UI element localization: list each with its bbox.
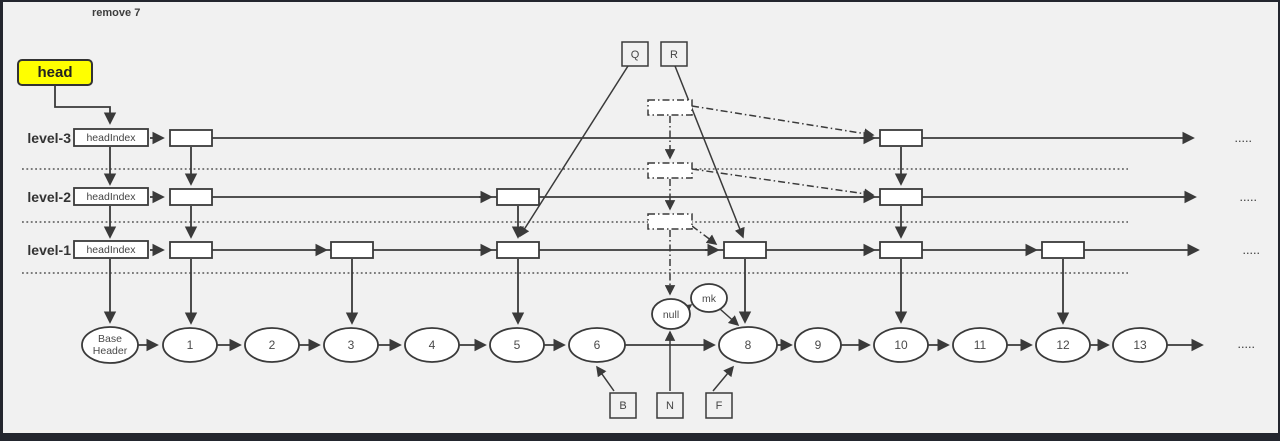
f-box bbox=[705, 392, 733, 419]
removed-index-box bbox=[647, 99, 693, 116]
base-header-line1: Base bbox=[98, 333, 122, 345]
headindex-label: headIndex bbox=[86, 244, 136, 256]
null-node bbox=[651, 298, 691, 330]
data-node-row: Base Header 1 2 3 4 5 6 8 9 10 11 12 bbox=[81, 326, 1168, 364]
b-n-f-pointers: B N F bbox=[596, 330, 735, 419]
q-box bbox=[621, 41, 649, 67]
removed-index-tower bbox=[647, 99, 875, 296]
marker-right-link bbox=[691, 105, 875, 139]
index-box bbox=[496, 241, 540, 259]
marker-right-link bbox=[691, 168, 875, 199]
n-box bbox=[656, 392, 684, 419]
node-ellipse bbox=[568, 327, 626, 363]
level-3-label: level-3 bbox=[27, 130, 71, 146]
headindex-label: headIndex bbox=[86, 191, 136, 203]
node-label: 1 bbox=[187, 338, 194, 352]
head-label: head bbox=[37, 64, 72, 81]
node-label: 4 bbox=[429, 338, 436, 352]
removed-index-box bbox=[647, 213, 693, 230]
node-label: 2 bbox=[269, 338, 276, 352]
node-list-arrows: ..... bbox=[138, 338, 1256, 352]
index-box bbox=[879, 129, 923, 147]
q-arrow bbox=[519, 65, 629, 238]
level-2-row: level-2 headIndex ..... bbox=[27, 187, 1258, 206]
node-label: 12 bbox=[1056, 338, 1070, 352]
mk-node bbox=[690, 283, 728, 313]
node-ellipse bbox=[404, 327, 460, 363]
node-ellipse bbox=[1035, 327, 1091, 363]
mk-label: mk bbox=[702, 293, 717, 305]
node-ellipse bbox=[718, 326, 778, 364]
r-arrow bbox=[674, 65, 745, 239]
b-box bbox=[609, 392, 637, 419]
r-label: R bbox=[670, 49, 678, 61]
head-box bbox=[17, 59, 93, 86]
base-header-node bbox=[81, 326, 139, 364]
ellipsis: ..... bbox=[1243, 246, 1261, 256]
node-ellipse bbox=[323, 327, 379, 363]
index-box bbox=[879, 188, 923, 206]
index-box bbox=[1041, 241, 1085, 259]
node-ellipse bbox=[1112, 327, 1168, 363]
ellipsis: ..... bbox=[1235, 134, 1253, 144]
diagram-title: remove 7 bbox=[92, 7, 140, 19]
headindex-label: headIndex bbox=[86, 132, 136, 144]
index-box bbox=[496, 188, 540, 206]
level-3-row: level-3 headIndex ..... bbox=[27, 128, 1253, 147]
tower-down-arrows bbox=[103, 147, 1070, 325]
node-label: 9 bbox=[815, 338, 822, 352]
level-1-row: level-1 headIndex ..... bbox=[27, 240, 1261, 259]
index-box bbox=[169, 188, 213, 206]
node-label: 3 bbox=[348, 338, 355, 352]
index-box bbox=[723, 241, 767, 259]
node-ellipse bbox=[162, 327, 218, 363]
node-ellipse bbox=[952, 327, 1008, 363]
f-label: F bbox=[716, 400, 723, 412]
headindex-box bbox=[73, 128, 149, 147]
b-arrow bbox=[596, 365, 615, 392]
node-ellipse bbox=[489, 327, 545, 363]
node-label: 10 bbox=[894, 338, 908, 352]
r-box bbox=[660, 41, 688, 67]
node-ellipse bbox=[244, 327, 300, 363]
removed-index-box bbox=[647, 162, 693, 179]
mk-to-8-arrow bbox=[719, 308, 740, 327]
ellipsis: ..... bbox=[1240, 193, 1258, 203]
ellipsis: ..... bbox=[1238, 340, 1256, 350]
null-label: null bbox=[663, 309, 679, 321]
level-1-label: level-1 bbox=[27, 242, 71, 258]
node-label: 13 bbox=[1133, 338, 1147, 352]
head-pointer: head bbox=[17, 59, 117, 125]
node-ellipse bbox=[794, 327, 842, 363]
node-label: 6 bbox=[594, 338, 601, 352]
q-r-pointers: Q R bbox=[519, 41, 745, 239]
node-label: 11 bbox=[974, 338, 987, 352]
node-ellipse bbox=[873, 327, 929, 363]
index-box bbox=[330, 241, 374, 259]
headindex-box bbox=[73, 187, 149, 206]
level-2-label: level-2 bbox=[27, 189, 71, 205]
node-label: 8 bbox=[745, 338, 752, 352]
base-header-line2: Header bbox=[93, 345, 128, 357]
marker-right-link bbox=[691, 225, 718, 245]
null-marker-group: mk null bbox=[651, 283, 740, 330]
index-box bbox=[879, 241, 923, 259]
index-box bbox=[169, 129, 213, 147]
n-label: N bbox=[666, 400, 674, 412]
b-label: B bbox=[619, 400, 626, 412]
q-label: Q bbox=[631, 49, 640, 61]
node-label: 5 bbox=[514, 338, 521, 352]
index-box bbox=[169, 241, 213, 259]
headindex-box bbox=[73, 240, 149, 259]
head-connector bbox=[54, 85, 117, 125]
f-arrow bbox=[712, 365, 735, 392]
